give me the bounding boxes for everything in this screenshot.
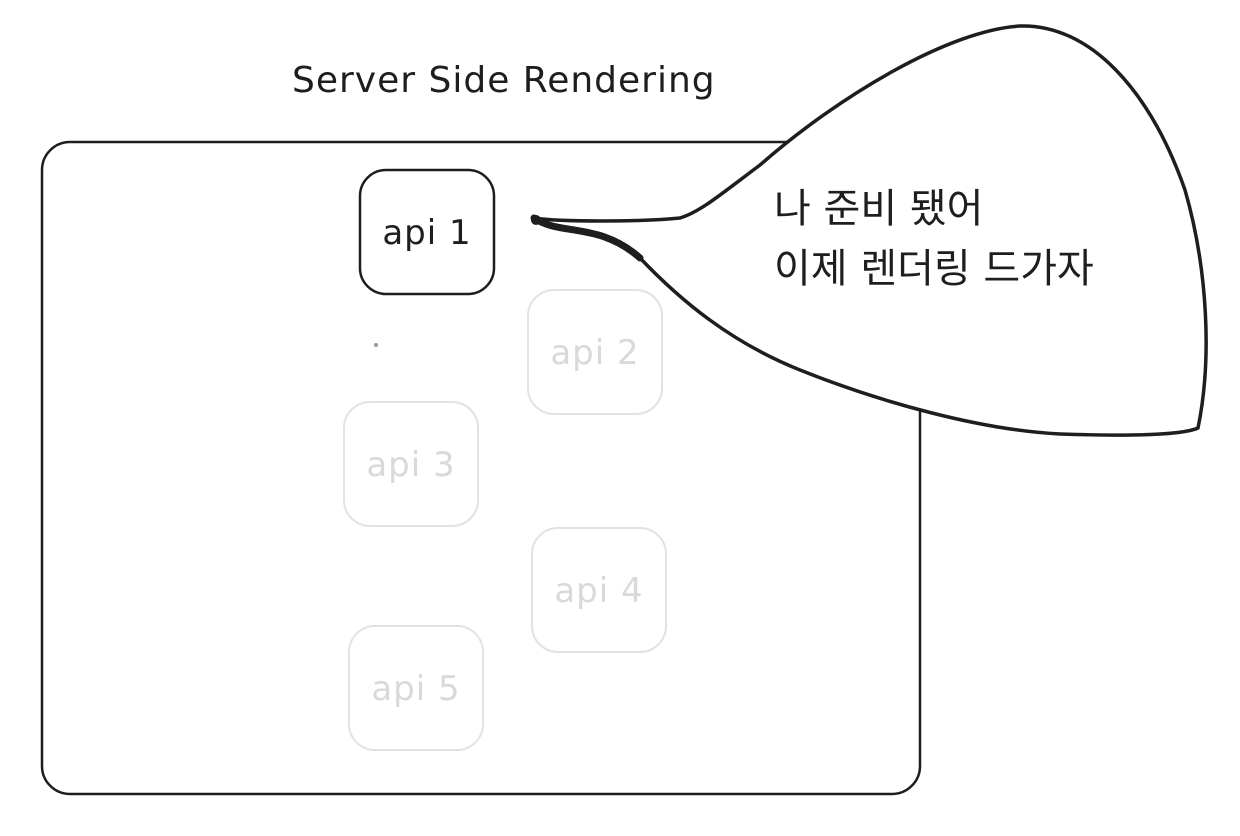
- api-box-3-label: api 3: [366, 445, 455, 485]
- api-box-1-label: api 1: [382, 213, 471, 253]
- api-box-4-label: api 4: [554, 571, 643, 611]
- api-box-5-label: api 5: [371, 669, 460, 709]
- speech-bubble-line-1: 나 준비 됐어: [774, 186, 983, 232]
- stray-dot: [374, 343, 378, 347]
- api-box-1: api 1: [358, 168, 496, 296]
- diagram-title: Server Side Rendering: [292, 60, 716, 101]
- server-frame: [40, 140, 922, 796]
- speech-bubble-tail: [530, 214, 644, 262]
- api-box-3: api 3: [343, 401, 479, 527]
- speech-bubble-tail-tip: [531, 215, 541, 225]
- api-box-2: api 2: [527, 289, 663, 415]
- api-box-2-label: api 2: [550, 333, 639, 373]
- api-box-5: api 5: [348, 625, 484, 751]
- speech-bubble-line-2: 이제 렌더링 드가자: [774, 246, 1094, 292]
- api-box-4: api 4: [531, 527, 667, 653]
- speech-bubble: [532, 24, 1208, 437]
